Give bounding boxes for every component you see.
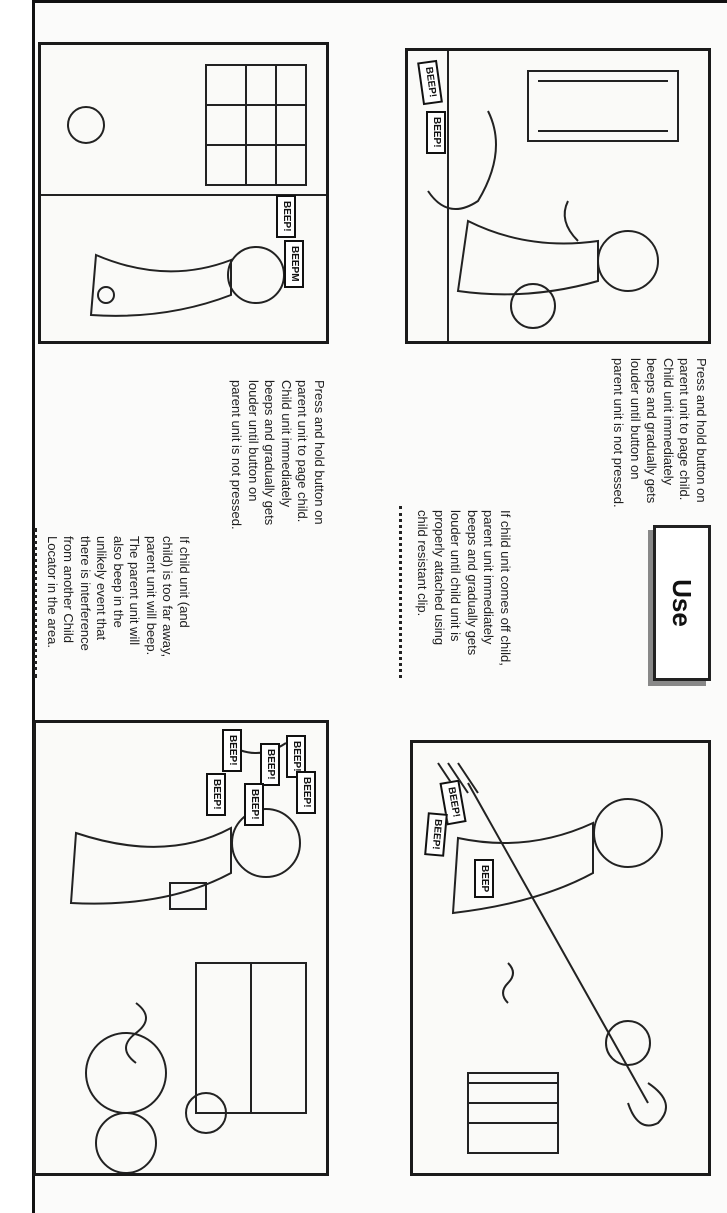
- caption-out-of-range: If child unit (and child) is too far awa…: [45, 536, 192, 658]
- house-paging-drawing: [41, 64, 326, 317]
- caption-house-paging: Press and hold button on parent unit to …: [229, 380, 328, 530]
- beep-label: BEEP!: [222, 729, 242, 772]
- caption-underline: [399, 506, 402, 678]
- beep-label: BEEP!: [206, 773, 226, 816]
- page-top-edge: [35, 0, 727, 3]
- illustration-yard-detached: BEEP! BEEP! BEEP: [410, 740, 711, 1176]
- beep-label: BEEP!: [296, 771, 316, 814]
- beep-label: BEEP!: [426, 111, 446, 154]
- yard-detached-drawing: [437, 762, 667, 1154]
- street-out-of-range-drawing: [69, 742, 307, 1173]
- beep-label: BEEP: [474, 859, 494, 899]
- caption-underline: [34, 528, 37, 678]
- beep-label: BEEP!: [276, 195, 296, 238]
- illustration-street-out-of-range: BEEP! BEEP! BEEP! BEEP! BEEP! BEEP!: [33, 720, 329, 1176]
- caption-home-paging: Press and hold button on parent unit to …: [611, 358, 710, 508]
- page-binding-edge: [0, 0, 35, 1213]
- home-paging-drawing: [427, 51, 679, 341]
- illustration-home-paging: BEEP! BEEP!: [405, 48, 711, 344]
- beep-label: BEEP!: [244, 783, 264, 826]
- caption-unit-detached: If child unit comes off child, parent un…: [415, 510, 514, 666]
- illustration-house-paging: BEEP! BEEPM: [38, 42, 329, 344]
- beep-label: BEEP!: [260, 743, 280, 786]
- section-title: Use: [653, 525, 711, 681]
- beep-label: BEEPM: [284, 240, 304, 288]
- beep-label: BEEP!: [424, 812, 448, 857]
